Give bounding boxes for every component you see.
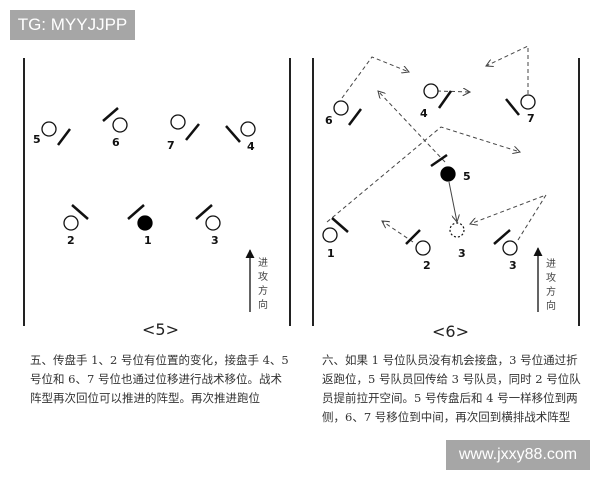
player-1: 1 (322, 217, 349, 260)
svg-text:6: 6 (325, 114, 333, 127)
figure-5-caption: 五、传盘手 1、2 号位有位置的变化，接盘手 4、5 号位和 6、7 号位也通过… (30, 353, 289, 405)
player-6: 6 (325, 100, 362, 127)
tg-badge: TG: MYYJJPP (10, 10, 135, 40)
figure-5: 5 6 7 4 2 1 3 (23, 58, 291, 326)
player-7: 7 (505, 94, 536, 125)
svg-text:进: 进 (258, 257, 268, 269)
player-2: 2 (405, 229, 431, 272)
svg-text:攻: 攻 (546, 271, 556, 284)
player-3: 3 (195, 204, 221, 247)
svg-text:3: 3 (509, 259, 517, 272)
player-5: 5 (33, 121, 71, 146)
player-5-with-disc: 5 (430, 153, 471, 183)
player-3-target-position: 3 (449, 222, 466, 260)
attack-direction-arrow-5: 进 攻 方 向 (245, 249, 268, 312)
movement-paths (326, 45, 548, 243)
svg-text:7: 7 (527, 112, 535, 125)
player-7: 7 (167, 114, 200, 152)
player-3: 3 (493, 229, 518, 272)
player-4: 4 (420, 83, 453, 120)
player-6: 6 (102, 107, 128, 149)
svg-text:3: 3 (211, 234, 219, 247)
svg-text:向: 向 (258, 298, 268, 311)
svg-text:3: 3 (458, 247, 466, 260)
svg-text:方: 方 (546, 285, 556, 298)
player-4: 4 (225, 121, 256, 153)
figure-6-caption: 六、如果 1 号位队员没有机会接盘，3 号位通过折返跑位，5 号队员回传给 3 … (322, 353, 581, 424)
svg-text:6: 6 (112, 136, 120, 149)
figure-6: 6 4 7 5 1 2 3 (312, 45, 580, 326)
svg-text:1: 1 (327, 247, 335, 260)
svg-text:7: 7 (167, 139, 175, 152)
svg-text:4: 4 (247, 140, 255, 153)
svg-text:4: 4 (420, 107, 428, 120)
svg-text:5: 5 (463, 170, 471, 183)
svg-text:5: 5 (33, 133, 41, 146)
site-watermark: www.jxxy88.com (446, 440, 590, 470)
svg-text:1: 1 (144, 234, 152, 247)
player-1-with-disc: 1 (127, 204, 153, 247)
svg-text:向: 向 (546, 299, 556, 312)
figure-6-label: <6> (432, 322, 469, 341)
svg-text:进: 进 (546, 258, 556, 270)
player-2: 2 (63, 204, 89, 247)
attack-direction-arrow-6: 进 攻 方 向 (533, 247, 556, 312)
svg-text:2: 2 (67, 234, 75, 247)
svg-text:攻: 攻 (258, 270, 268, 283)
figure-5-label: <5> (142, 320, 179, 339)
svg-text:方: 方 (258, 284, 268, 297)
svg-text:2: 2 (423, 259, 431, 272)
pass-arrow (448, 181, 457, 222)
